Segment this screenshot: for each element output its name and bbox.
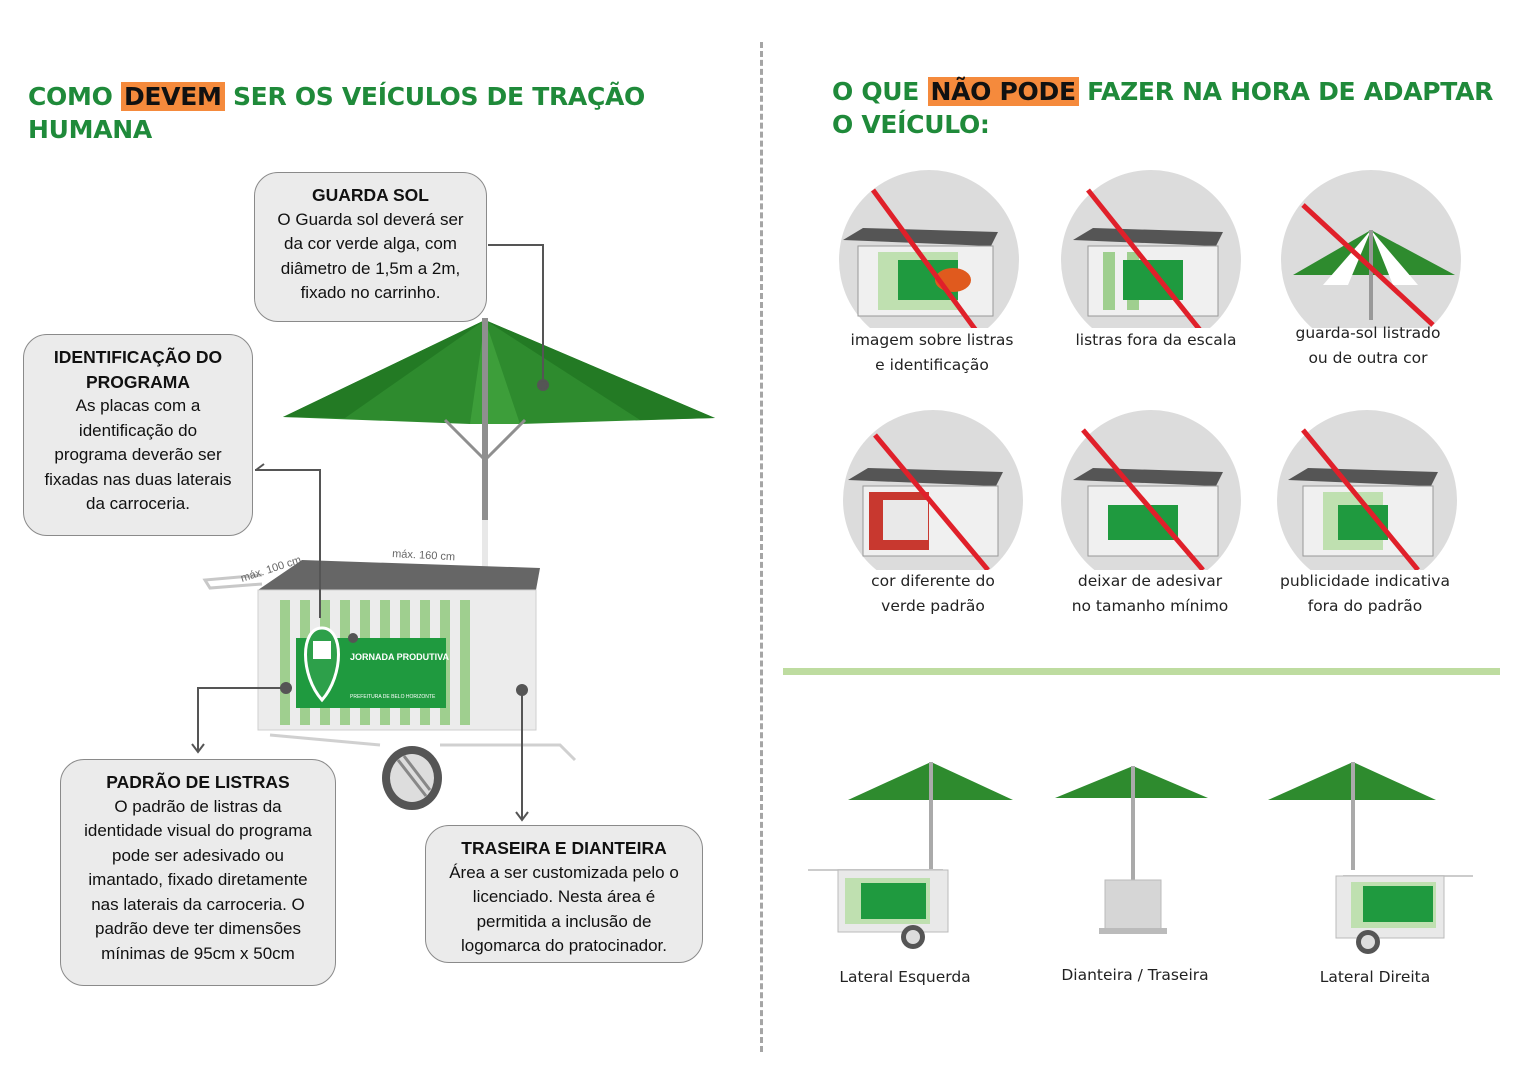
identificacao-box: IDENTIFICAÇÃO DO PROGRAMA As placas com … [23,334,253,536]
dont-image-over-stripes [839,170,1019,328]
view-front-back [1055,766,1208,934]
dont-caption-3: guarda-sol listrado ou de outra cor [1295,324,1441,367]
dashed-divider [760,42,763,1052]
traseira-heading: TRASEIRA E DIANTEIRA [461,838,667,858]
dont-caption-2: listras fora da escala [1075,331,1237,349]
title-highlight-devem: DEVEM [120,82,225,111]
dont-striped-umbrella [1281,170,1461,328]
view-label-right: Lateral Direita [1319,968,1431,986]
view-label-left: Lateral Esquerda [839,968,971,986]
dont-minimum-size [1061,410,1241,570]
dont-caption-4: cor diferente do verde padrão [871,572,995,615]
dont-caption-6: publicidade indicativa fora do padrão [1280,572,1450,615]
listras-box: PADRÃO DE LISTRAS O padrão de listras da… [60,759,336,986]
wheel [382,746,442,810]
dont-caption-5: deixar de adesivar no tamanho mínimo [1071,572,1229,615]
dont-different-color [843,410,1023,570]
right-title: O QUE NÃO PODE FAZER NA HORA DE ADAPTAR … [832,77,1494,139]
traseira-box: TRASEIRA E DIANTEIRA Área a ser customiz… [425,825,703,963]
view-label-front: Dianteira / Traseira [1061,966,1209,984]
banner-title: JORNADA PRODUTIVA [350,652,450,662]
location-pin-icon [304,626,340,703]
listras-heading: PADRÃO DE LISTRAS [106,772,290,792]
guarda-sol-box: GUARDA SOL O Guarda sol deverá ser da co… [254,172,487,322]
connector-lines [191,244,549,822]
dont-caption-1: imagem sobre listras e identificação [850,331,1014,374]
view-right-side [1268,762,1473,954]
cart-top [258,560,540,590]
title-highlight-nao-pode: NÃO PODE [927,77,1079,106]
view-left-side [808,762,1013,949]
donts-illustrations [839,170,1461,570]
dim-width-label: máx. 160 cm [392,548,456,563]
identificacao-heading-1: IDENTIFICAÇÃO DO [53,347,223,367]
section-separator [783,668,1500,675]
umbrella [283,318,715,590]
cart-views [808,762,1473,954]
left-title: COMO DEVEM SER OS VEÍCULOS DE TRAÇÃO HUM… [28,82,645,144]
cart-illustration: máx. 100 cm máx. 160 cm JORNADA PRODUTIV… [191,244,715,822]
dont-stripes-out-of-scale [1061,170,1241,328]
banner-sub: PREFEITURA DE BELO HORIZONTE [350,694,436,700]
dont-advertising [1277,410,1457,570]
identificacao-heading-2: PROGRAMA [85,371,191,392]
guarda-sol-heading: GUARDA SOL [312,185,429,205]
